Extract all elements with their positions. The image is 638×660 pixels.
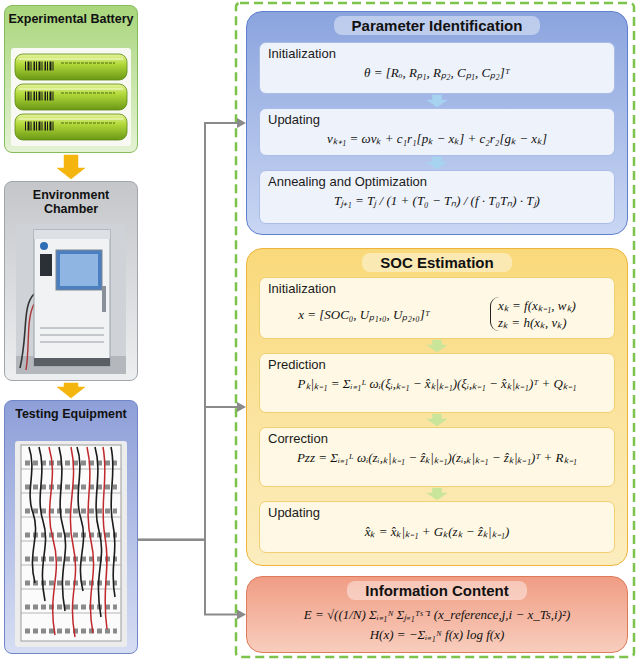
soc-panel: SOC EstimationInitializationx = [SOC₀, U… xyxy=(246,248,628,566)
arrow-body xyxy=(427,157,447,169)
step-heading: Prediction xyxy=(268,357,606,373)
step-box: Initialization θ = [Rₒ, Rₚ₁, Rₚ₂, Cₚ₁, Cₚ… xyxy=(259,42,615,94)
equation: xₖ = f(xₖ₋₁, wₖ) xyxy=(498,297,576,314)
dashed-border xyxy=(236,3,634,657)
arrow-body xyxy=(427,488,447,500)
arrow-body xyxy=(427,95,447,107)
panel-title: Parameter Identification xyxy=(334,16,541,35)
step-heading: Initialization xyxy=(268,46,606,62)
equation-system: xₖ = f(xₖ₋₁, wₖ)zₖ = h(xₖ, vₖ) xyxy=(490,297,576,331)
equation: vₖ₊₁ = ωvₖ + c₁r₁[pₖ − xₖ] + c₂r₂[gₖ − x… xyxy=(268,130,606,148)
step-heading: Updating xyxy=(268,112,606,128)
step-box: CorrectionPzz = Σᵢ₌₁ᴸ ωᵢ(zᵢ,ₖ|ₖ₋₁ − ẑₖ|ₖ… xyxy=(259,427,615,487)
block-arrow xyxy=(427,157,447,169)
equation: x̂ₖ = x̂ₖ|ₖ₋₁ + Gₖ(zₖ − ẑₖ|ₖ₋₁) xyxy=(268,523,606,541)
equipment-box: Testing Equipment xyxy=(4,400,138,654)
step-box: Initializationx = [SOC₀, Uₚ₁,₀, Uₚ₂,₀]ᵀx… xyxy=(259,277,615,339)
battery-box: Experimental Battery xyxy=(4,5,138,153)
box-title: Testing Equipment xyxy=(5,401,137,421)
block-arrow xyxy=(427,340,447,352)
connector-arrow xyxy=(138,402,246,540)
step-heading: Correction xyxy=(268,431,606,447)
equation: Pₖ|ₖ₋₁ = Σᵢ₌₁ᴸ ωᵢ(ξᵢ,ₖ₋₁ − x̂ₖ|ₖ₋₁)(ξᵢ,ₖ… xyxy=(268,375,606,393)
step-box: PredictionPₖ|ₖ₋₁ = Σᵢ₌₁ᴸ ωᵢ(ξᵢ,ₖ₋₁ − x̂ₖ… xyxy=(259,353,615,413)
equation: θ = [Rₒ, Rₚ₁, Rₚ₂, Cₚ₁, Cₚ₂]ᵀ xyxy=(268,64,606,82)
block-arrow xyxy=(427,95,447,107)
equation-row: x = [SOC₀, Uₚ₁,₀, Uₚ₂,₀]ᵀ xₖ = f(xₖ₋₁, wₖ… xyxy=(268,297,606,331)
step-heading: Initialization xyxy=(268,281,606,297)
step-box: Updating x̂ₖ = x̂ₖ|ₖ₋₁ + Gₖ(zₖ − ẑₖ|ₖ₋₁) xyxy=(259,501,615,553)
step-heading: Updating xyxy=(268,505,606,521)
arrow-body xyxy=(57,383,85,398)
parameter-panel: Parameter IdentificationInitialization θ … xyxy=(246,11,628,235)
step-heading: Annealing and Optimization xyxy=(268,174,606,190)
arrow-head xyxy=(237,610,246,620)
equation: H(x) = −Σᵢ₌₁ᴺ f(x) log f(x) xyxy=(370,626,505,644)
arrow-line xyxy=(138,123,238,540)
arrow-head xyxy=(237,402,246,412)
arrow-body xyxy=(57,155,85,179)
information-panel: Information Content E = √((1/N) Σᵢ₌₁ᴺ Σⱼ₌… xyxy=(246,576,628,653)
arrow-body xyxy=(427,340,447,352)
step-box: Updating vₖ₊₁ = ωvₖ + c₁r₁[pₖ − xₖ] + c₂r… xyxy=(259,108,615,156)
box-title: Environment Chamber xyxy=(5,182,137,216)
equation: zₖ = h(xₖ, vₖ) xyxy=(498,314,576,331)
equation: E = √((1/N) Σᵢ₌₁ᴺ Σⱼ₌₁ᵀˢ⁻¹ (x_reference,… xyxy=(304,606,571,624)
battery-photo xyxy=(11,48,131,146)
box-title: Experimental Battery xyxy=(5,6,137,26)
equation: Tⱼ₊₁ = Tⱼ / (1 + (T₀ − Tₙ) / (f · T₀Tₙ) … xyxy=(268,192,606,210)
block-arrow xyxy=(427,488,447,500)
panel-title: SOC Estimation xyxy=(362,253,511,272)
equipment-photo xyxy=(15,441,127,647)
block-arrow xyxy=(57,383,85,398)
arrow-line xyxy=(138,540,238,615)
chamber-photo xyxy=(16,224,126,374)
chamber-box: Environment Chamber xyxy=(4,181,138,381)
panel-title: Information Content xyxy=(347,581,526,600)
equation: Pzz = Σᵢ₌₁ᴸ ωᵢ(zᵢ,ₖ|ₖ₋₁ − ẑₖ|ₖ₋₁)(zᵢ,ₖ|ₖ… xyxy=(268,449,606,467)
block-arrow xyxy=(57,155,85,179)
step-box: Annealing and OptimizationTⱼ₊₁ = Tⱼ / (1… xyxy=(259,170,615,224)
connector-arrow xyxy=(138,118,246,540)
arrow-head xyxy=(237,118,246,128)
equation-row: E = √((1/N) Σᵢ₌₁ᴺ Σⱼ₌₁ᵀˢ⁻¹ (x_reference,… xyxy=(247,600,627,648)
arrow-line xyxy=(138,407,238,540)
block-arrow xyxy=(427,414,447,426)
arrow-body xyxy=(427,414,447,426)
connector-arrow xyxy=(138,540,246,620)
equation: x = [SOC₀, Uₚ₁,₀, Uₚ₂,₀]ᵀ xyxy=(298,306,430,324)
